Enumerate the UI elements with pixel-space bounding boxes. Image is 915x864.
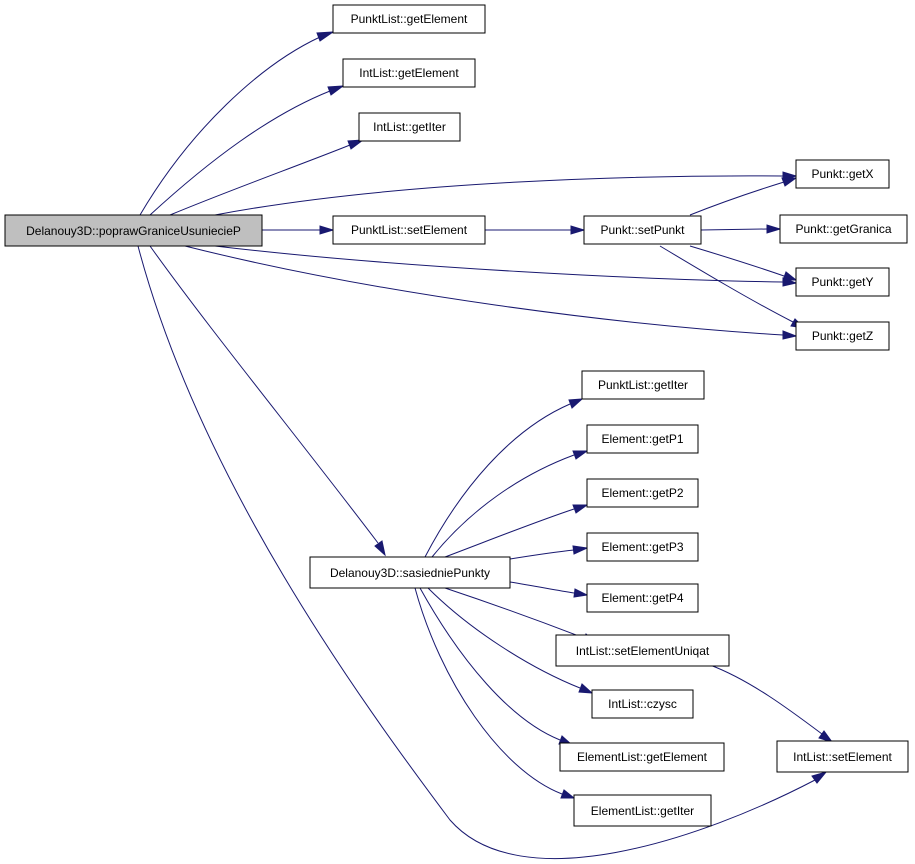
node-intlist-getelement[interactable]: IntList::getElement — [342, 58, 476, 88]
edge-root-il-getElement — [149, 85, 345, 216]
edge-p-setPunkt-p-getZ — [659, 245, 806, 329]
node-intlist-getiter[interactable]: IntList::getIter — [358, 112, 461, 142]
node-element-getp4[interactable]: Element::getP4 — [586, 583, 699, 613]
node-punktlist-setelement[interactable]: PunktList::setElement — [332, 215, 486, 245]
node-punkt-getz[interactable]: Punkt::getZ — [795, 321, 890, 351]
node-label: Punkt::getGranica — [795, 222, 891, 236]
node-label: Punkt::getY — [811, 275, 873, 289]
node-element-getp2[interactable]: Element::getP2 — [586, 478, 699, 508]
edge-root-il-setElement — [137, 245, 828, 860]
edge-root-sasiednie — [149, 245, 386, 557]
node-label: IntList::czysc — [608, 697, 677, 711]
edge-sasiednie-e-getP4 — [509, 581, 589, 598]
node-intlist-czysc[interactable]: IntList::czysc — [591, 689, 694, 719]
node-punktlist-getiter[interactable]: PunktList::getIter — [581, 370, 705, 400]
edge-sasiednie-il-czysc — [427, 587, 594, 694]
node-label: Punkt::getZ — [812, 329, 873, 343]
node-intlist-setelementuniqat[interactable]: IntList::setElementUniqat — [555, 634, 730, 667]
node-label: Element::getP1 — [601, 432, 683, 446]
node-label: Delanouy3D::sasiedniePunkty — [330, 566, 490, 580]
edge-sasiednie-e-getP1 — [431, 450, 589, 558]
node-elementlist-getelement[interactable]: ElementList::getElement — [559, 742, 725, 772]
edge-p-setPunkt-p-getX — [689, 177, 798, 216]
edge-sasiednie-e-getP3 — [509, 545, 589, 560]
node-punkt-gety[interactable]: Punkt::getY — [795, 267, 890, 297]
node-elementlist-getiter[interactable]: ElementList::getIter — [573, 794, 712, 827]
edge-root-il-getIter — [169, 139, 365, 216]
node-root[interactable]: Delanouy3D::poprawGraniceUsuniecieP — [4, 214, 263, 247]
edge-root-pl-getElement — [139, 31, 335, 216]
call-graph-edges — [137, 31, 834, 860]
node-label: IntList::getIter — [373, 120, 446, 134]
edge-root-pl-setElement — [262, 225, 335, 235]
node-label: ElementList::getIter — [591, 804, 694, 818]
node-punkt-setpunkt[interactable]: Punkt::setPunkt — [583, 215, 702, 245]
node-label: IntList::setElement — [793, 750, 892, 764]
node-label: IntList::getElement — [359, 66, 459, 80]
node-label: Punkt::setPunkt — [600, 223, 685, 237]
node-intlist-setelement[interactable]: IntList::setElement — [776, 740, 909, 773]
node-label: PunktList::setElement — [351, 223, 468, 237]
node-punkt-getx[interactable]: Punkt::getX — [795, 159, 890, 189]
edge-il-setElementUniqat-il-setElement — [709, 664, 834, 743]
node-label: Delanouy3D::poprawGraniceUsuniecieP — [26, 224, 241, 238]
node-punktlist-getelement[interactable]: PunktList::getElement — [332, 4, 486, 34]
node-label: Element::getP4 — [601, 591, 683, 605]
edge-sasiednie-e-getP2 — [444, 504, 589, 558]
edge-sasiednie-pl-getIter — [424, 398, 584, 558]
node-sasiedniepunkty[interactable]: Delanouy3D::sasiedniePunkty — [309, 556, 511, 589]
node-element-getp1[interactable]: Element::getP1 — [586, 424, 699, 454]
edge-sasiednie-el-getElement — [419, 587, 574, 746]
call-graph-nodes: Delanouy3D::poprawGraniceUsuniecieP Punk… — [4, 4, 909, 827]
node-label: Element::getP3 — [601, 540, 683, 554]
node-label: Punkt::getX — [811, 167, 873, 181]
edge-root-p-getZ — [184, 245, 798, 340]
node-label: ElementList::getElement — [577, 750, 708, 764]
edge-p-setPunkt-p-getGranica — [700, 224, 782, 234]
edge-sasiednie-el-getIter — [414, 587, 576, 799]
node-label: Element::getP2 — [601, 486, 683, 500]
node-punkt-getgranica[interactable]: Punkt::getGranica — [779, 214, 908, 244]
node-label: PunktList::getElement — [351, 12, 468, 26]
edge-root-p-getX — [214, 171, 798, 216]
node-label: IntList::setElementUniqat — [576, 644, 710, 658]
edge-p-setPunkt-p-getY — [689, 245, 798, 281]
node-label: PunktList::getIter — [598, 378, 688, 392]
edge-pl-setElement-p-setPunkt — [485, 225, 586, 235]
node-element-getp3[interactable]: Element::getP3 — [586, 532, 699, 562]
